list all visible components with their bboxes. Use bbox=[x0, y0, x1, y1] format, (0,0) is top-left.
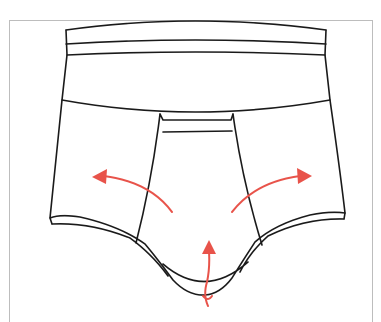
left-arrow-icon bbox=[104, 176, 172, 212]
right-leg-outer-edge bbox=[330, 100, 345, 213]
right-leg-opening-trim bbox=[240, 219, 344, 272]
body-left-side bbox=[62, 55, 67, 100]
center-arrow-tail bbox=[203, 296, 212, 299]
center-arrow-head-icon bbox=[202, 240, 216, 254]
waistband-top-edge bbox=[66, 21, 326, 30]
right-arrow-head-icon bbox=[297, 168, 312, 184]
pouch-left-seam bbox=[136, 114, 160, 243]
pouch-base-curve bbox=[163, 262, 248, 282]
waistband-upper-seam bbox=[66, 40, 326, 44]
right-leg-opening bbox=[205, 212, 345, 295]
pouch-top-seam bbox=[163, 131, 232, 132]
pouch-right-seam bbox=[233, 114, 262, 245]
right-leg-hem-corner bbox=[344, 213, 345, 219]
waistband-left-side bbox=[66, 30, 67, 55]
waistband-lower-seam bbox=[67, 52, 325, 55]
hip-seam bbox=[62, 100, 330, 112]
left-leg-hem-corner bbox=[50, 218, 52, 224]
pouch-top-edge bbox=[160, 114, 233, 120]
right-arrow-icon bbox=[232, 176, 300, 212]
left-leg-outer-edge bbox=[50, 100, 62, 218]
brief-outline bbox=[50, 21, 345, 295]
left-arrow-head-icon bbox=[92, 169, 107, 184]
left-leg-opening bbox=[50, 216, 205, 295]
waistband-right-side bbox=[325, 30, 326, 55]
body-right-side bbox=[325, 55, 330, 100]
